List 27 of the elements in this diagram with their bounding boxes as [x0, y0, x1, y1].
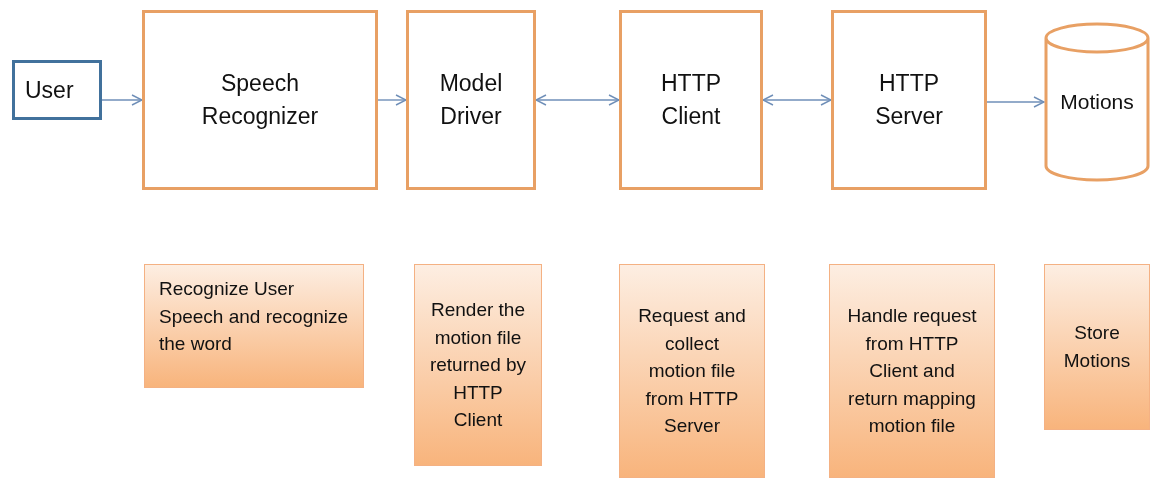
database-cylinder [1044, 22, 1150, 182]
process-box [619, 10, 763, 190]
node-label: Recognize User Speech and recognize the word [159, 277, 349, 357]
arrow [101, 94, 143, 106]
node-label: Store Motions [1062, 321, 1132, 373]
node-label: Model Driver [438, 68, 504, 131]
node-label: Motions [1060, 90, 1134, 114]
description-box [619, 264, 765, 478]
node-label: User [25, 76, 74, 104]
arrow [986, 96, 1045, 108]
description-box [829, 264, 995, 478]
node-label: Handle request from HTTP Client and return mapping motion file [846, 304, 978, 439]
double-arrow [535, 94, 620, 106]
node-label: Render the motion file returned by HTTP Client [429, 298, 527, 433]
node-label: Speech Recognizer [200, 68, 320, 131]
process-box [406, 10, 536, 190]
description-box [144, 264, 364, 388]
node-label: HTTP Client [659, 68, 723, 131]
node-label: HTTP Server [874, 68, 944, 131]
process-box [831, 10, 987, 190]
node-label: Request and collect motion file from HTTP Server [637, 304, 747, 439]
arrow [377, 94, 407, 106]
description-box [414, 264, 542, 466]
actor-box [12, 60, 102, 120]
description-box [1044, 264, 1150, 430]
double-arrow [762, 94, 832, 106]
process-box [142, 10, 378, 190]
